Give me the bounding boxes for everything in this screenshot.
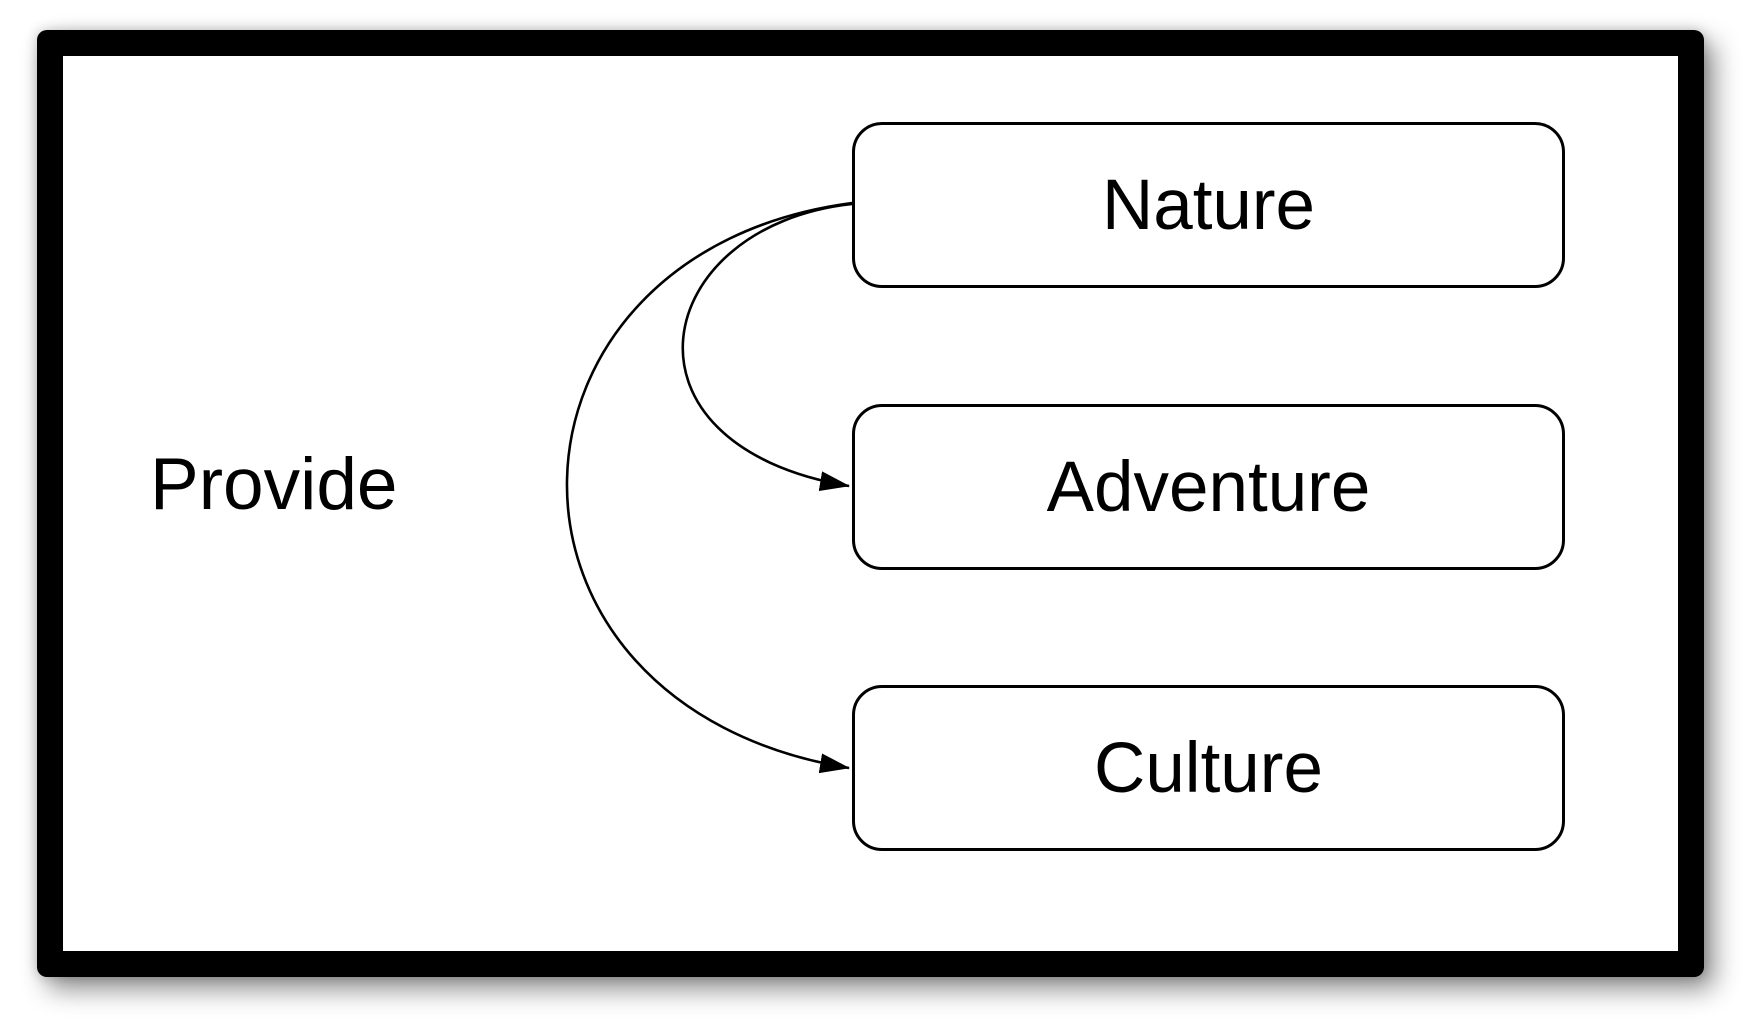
provide-label: Provide: [150, 444, 398, 525]
node-nature: Nature: [852, 122, 1565, 288]
node-label: Nature: [1101, 165, 1316, 245]
node-adventure: Adventure: [852, 404, 1565, 570]
node-culture: Culture: [852, 685, 1565, 851]
node-label: Adventure: [1046, 447, 1371, 527]
node-label: Culture: [1094, 728, 1323, 808]
